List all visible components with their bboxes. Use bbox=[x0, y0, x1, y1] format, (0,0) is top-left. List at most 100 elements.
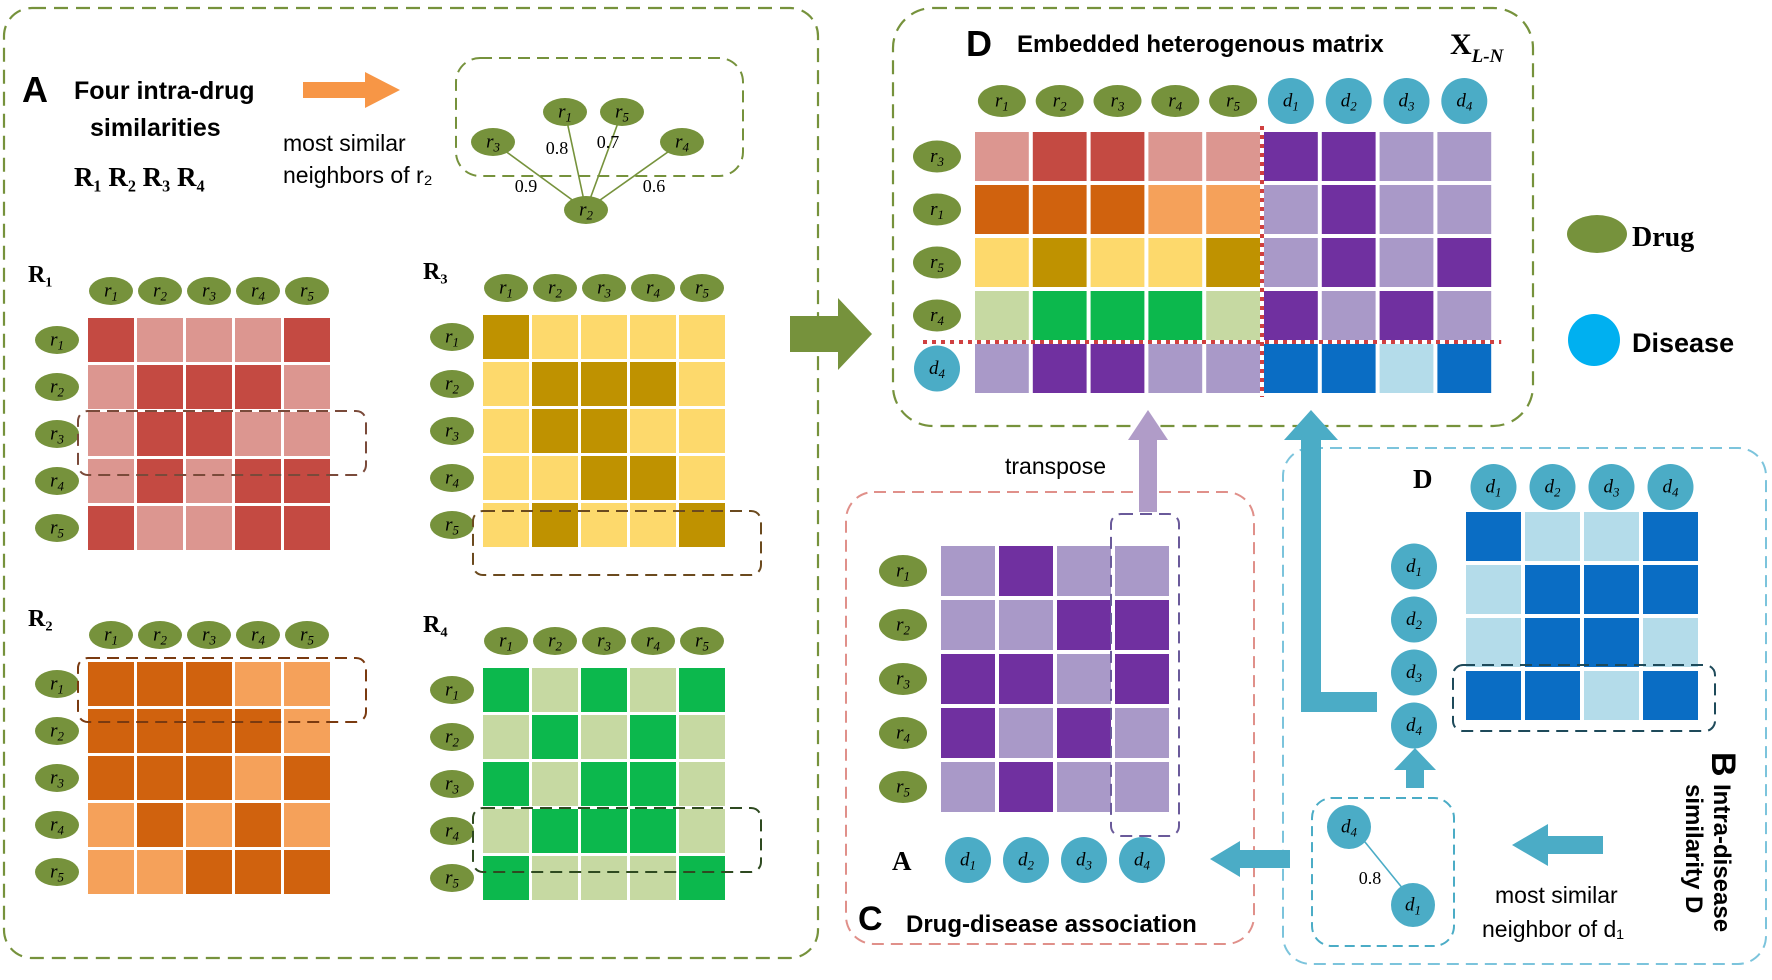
disease-node-d4: d4 bbox=[1391, 702, 1437, 749]
cell bbox=[1148, 238, 1203, 287]
drug-node-r4: r4 bbox=[631, 627, 675, 655]
node-label-r1: r1 bbox=[930, 199, 944, 222]
cell bbox=[1057, 600, 1111, 650]
panel-c-matrix-label: A bbox=[892, 846, 912, 876]
drug-node-r1: r1 bbox=[35, 670, 79, 698]
node-label-r1: r1 bbox=[104, 624, 118, 647]
neighbor-edge bbox=[564, 111, 587, 211]
cell bbox=[1148, 185, 1203, 234]
disease-node-d2: d2 bbox=[1529, 464, 1576, 510]
node-label-d4: d4 bbox=[929, 358, 946, 381]
cell bbox=[1115, 654, 1169, 704]
node-label-d1: d1 bbox=[960, 849, 976, 872]
cell bbox=[235, 709, 281, 753]
cell bbox=[284, 506, 330, 550]
drug-node-r1: r1 bbox=[977, 85, 1026, 117]
drug-node-icon bbox=[35, 326, 79, 354]
node-label-r4: r4 bbox=[445, 820, 459, 843]
cell bbox=[284, 756, 330, 800]
node-label-d1: d1 bbox=[1486, 476, 1502, 499]
drug-node-r3: r3 bbox=[582, 627, 626, 655]
cell bbox=[1264, 185, 1318, 234]
panel-b-vertical-title: B Intra-disease similarity D bbox=[1680, 752, 1742, 932]
disease-node-d2: d2 bbox=[1003, 837, 1049, 883]
panel-d-letter: D bbox=[966, 23, 992, 64]
node-label-r1: r1 bbox=[445, 326, 459, 349]
neighbor-weight: 0.9 bbox=[515, 176, 538, 196]
legend-drug-icon bbox=[1567, 215, 1627, 253]
drug-node-r1: r1 bbox=[484, 627, 528, 655]
drug-node-icon bbox=[138, 277, 182, 305]
cell bbox=[630, 856, 676, 900]
drug-node-r2: r2 bbox=[430, 723, 474, 751]
drug-node-r5: r5 bbox=[913, 246, 961, 279]
highlight-r2-row-r1 bbox=[77, 657, 367, 723]
cell bbox=[630, 362, 676, 406]
drug-node-r5: r5 bbox=[879, 771, 927, 803]
drug-node-r2: r2 bbox=[564, 196, 608, 224]
node-label-d4: d4 bbox=[1406, 715, 1423, 738]
node-label-r3: r3 bbox=[50, 423, 64, 446]
neighbors-caption-line1: most similar bbox=[283, 130, 406, 156]
drug-node-icon bbox=[564, 196, 608, 224]
disease-neighbor-caption-line1: most similar bbox=[1495, 882, 1618, 908]
drug-node-r5: r5 bbox=[285, 621, 329, 649]
node-label-r1: r1 bbox=[896, 560, 910, 583]
drug-node-icon bbox=[660, 128, 704, 156]
node-label-r4: r4 bbox=[675, 131, 689, 154]
disease-node-icon bbox=[1588, 464, 1635, 510]
transpose-label: transpose bbox=[1005, 453, 1106, 479]
cell bbox=[186, 506, 232, 550]
drug-node-icon bbox=[187, 277, 231, 305]
cell bbox=[1437, 344, 1492, 393]
panel-c-border bbox=[845, 491, 1255, 945]
node-label-d4: d4 bbox=[1456, 90, 1473, 113]
disease-node-icon bbox=[1119, 837, 1165, 883]
cell bbox=[88, 662, 134, 706]
cell bbox=[532, 362, 578, 406]
blue-arrow-left-small-icon bbox=[1512, 824, 1603, 866]
cell bbox=[1321, 344, 1376, 393]
blue-arrow-up-icon bbox=[1284, 410, 1377, 712]
drug-node-icon bbox=[879, 609, 927, 641]
node-label-r2: r2 bbox=[548, 630, 562, 653]
cell bbox=[1090, 238, 1145, 287]
panel-b-border bbox=[1282, 447, 1767, 965]
drug-node-icon bbox=[582, 274, 626, 302]
drug-node-icon bbox=[879, 717, 927, 749]
cell bbox=[630, 409, 676, 453]
drug-node-icon bbox=[533, 627, 577, 655]
panel-b-title-line1: Intra-disease bbox=[1708, 784, 1735, 932]
cell bbox=[1057, 546, 1111, 596]
cell bbox=[137, 850, 183, 894]
orange-arrow-icon bbox=[303, 72, 400, 108]
node-label-r5: r5 bbox=[896, 776, 910, 799]
disease-node-d1: d1 bbox=[1391, 883, 1435, 927]
cell bbox=[1148, 344, 1203, 393]
node-label-r2: r2 bbox=[1053, 90, 1067, 113]
cell bbox=[581, 715, 627, 759]
node-label-r2: r2 bbox=[50, 376, 64, 399]
cell bbox=[1264, 132, 1318, 181]
cell bbox=[186, 850, 232, 894]
disease-node-icon bbox=[1383, 78, 1430, 124]
cell bbox=[1206, 291, 1260, 340]
disease-node-icon bbox=[1327, 805, 1371, 849]
cell bbox=[235, 803, 281, 847]
node-label-d3: d3 bbox=[1406, 662, 1422, 685]
cell bbox=[1115, 762, 1169, 812]
node-label-r3: r3 bbox=[1111, 90, 1125, 113]
cell bbox=[1115, 546, 1169, 596]
disease-node-icon bbox=[1003, 837, 1049, 883]
drug-node-r5: r5 bbox=[285, 277, 329, 305]
cell bbox=[941, 600, 995, 650]
drug-node-icon bbox=[913, 140, 961, 173]
drug-node-r4: r4 bbox=[236, 277, 280, 305]
drug-node-icon bbox=[484, 274, 528, 302]
node-label-d4: d4 bbox=[1663, 476, 1680, 499]
disease-neighbor-caption-text: neighbor of d₁ bbox=[1482, 916, 1624, 942]
cell bbox=[483, 762, 529, 806]
node-label-d1: d1 bbox=[1406, 556, 1422, 579]
drug-node-r1: r1 bbox=[913, 193, 961, 226]
